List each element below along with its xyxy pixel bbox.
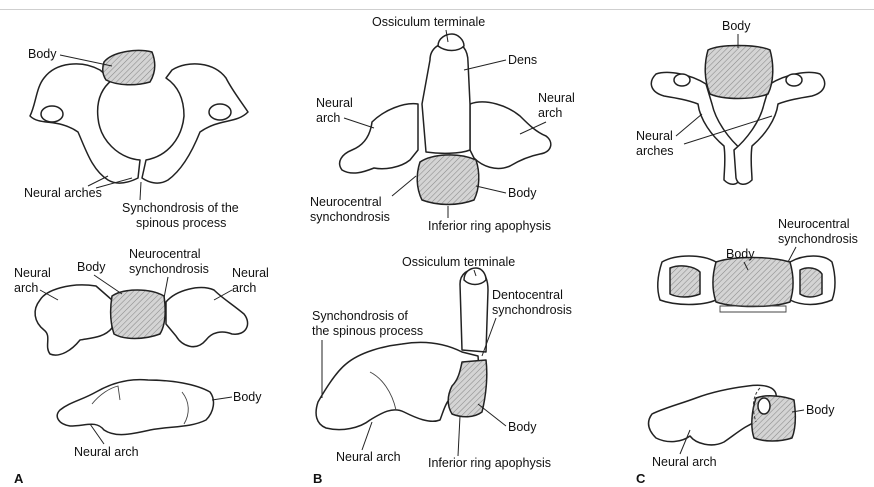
a-label-neurocentral-2: synchondrosis: [129, 262, 209, 276]
c-label-neural-arch-lateral: Neural arch: [652, 455, 717, 469]
a-label-body-lateral: Body: [233, 390, 262, 404]
b-label-ossiculum-bottom: Ossiculum terminale: [402, 255, 515, 269]
panel-b-letter: B: [313, 471, 322, 486]
a-label-body-top: Body: [28, 47, 57, 61]
panel-a: Body Neural arches Synchondrosis of the …: [14, 47, 269, 486]
c-body-hatched: [705, 46, 773, 99]
panel-c: Body Neural arches Neurocentral synchond…: [636, 19, 858, 486]
c-mid-body-hatched: [713, 258, 793, 307]
b-label-inferior-ring-top: Inferior ring apophysis: [428, 219, 551, 233]
panel-b-axis-lateral-view: [316, 268, 488, 430]
b-label-neurocentral-1: Neurocentral: [310, 195, 382, 209]
b-label-body-lateral: Body: [508, 420, 537, 434]
c-label-neurocentral-2: synchondrosis: [778, 232, 858, 246]
b-label-neurocentral-2: synchondrosis: [310, 210, 390, 224]
b-label-neural-arch-lateral: Neural arch: [336, 450, 401, 464]
b-label-body: Body: [508, 186, 537, 200]
b-ossiculum-terminale-bottom: [464, 268, 486, 285]
a-label-neural-arch-right-2: arch: [232, 281, 256, 295]
panel-a-axis-lateral-view: [57, 380, 213, 435]
a-label-neural-arches: Neural arches: [24, 186, 102, 200]
c-label-neurocentral-1: Neurocentral: [778, 217, 850, 231]
a-mid-right-neural-arch: [166, 288, 248, 347]
b-label-dens: Dens: [508, 53, 537, 67]
a-label-neural-arch-left-1: Neural: [14, 266, 51, 280]
b-label-synch-spinous-2: the spinous process: [312, 324, 423, 338]
c-label-body-lateral: Body: [806, 403, 835, 417]
b-body-hatched: [417, 155, 479, 205]
c-mid-left-inner-hatched: [670, 266, 700, 297]
a-right-foramen: [209, 104, 231, 120]
panel-a-letter: A: [14, 471, 24, 486]
b-label-ossiculum-top: Ossiculum terminale: [372, 15, 485, 29]
b-label-neural-arch-right-1: Neural: [538, 91, 575, 105]
c-mid-right-inner-hatched: [800, 268, 822, 297]
c-label-body-mid: Body: [726, 247, 755, 261]
c-left-foramen: [674, 74, 690, 86]
c-lateral-facet: [758, 398, 770, 414]
b-dens: [422, 42, 470, 153]
a-label-body-mid: Body: [77, 260, 106, 274]
a-label-synch-spinous-2: spinous process: [136, 216, 226, 230]
panel-c-lateral-view: [649, 385, 796, 445]
b-label-neural-arch-right-2: arch: [538, 106, 562, 120]
panel-c-frontal-view: [658, 256, 835, 312]
b-label-dentocentral-2: synchondrosis: [492, 303, 572, 317]
c-label-body-top: Body: [722, 19, 751, 33]
c-label-neural-arches-1: Neural: [636, 129, 673, 143]
a-label-neural-arch-right-1: Neural: [232, 266, 269, 280]
b-label-inferior-ring-bottom: Inferior ring apophysis: [428, 456, 551, 470]
panel-b: Ossiculum terminale Dens Neural arch Neu…: [310, 15, 575, 486]
b-label-dentocentral-1: Dentocentral: [492, 288, 563, 302]
a-left-foramen: [41, 106, 63, 122]
panel-a-axis-superior-view: [35, 285, 248, 355]
a-label-neural-arch-left-2: arch: [14, 281, 38, 295]
panel-c-letter: C: [636, 471, 646, 486]
b-ossiculum-terminale-top: [438, 34, 464, 51]
b-label-neural-arch-left-2: arch: [316, 111, 340, 125]
panel-c-superior-view: [651, 46, 824, 185]
a-label-neural-arch-lateral: Neural arch: [74, 445, 139, 459]
a-atlas-body-hatched: [103, 50, 155, 84]
a-label-neurocentral-1: Neurocentral: [129, 247, 201, 261]
a-label-synch-spinous-1: Synchondrosis of the: [122, 201, 239, 215]
a-mid-left-neural-arch: [35, 285, 112, 355]
a-atlas-right-arch: [142, 64, 248, 183]
a-lateral-vertebra: [57, 380, 213, 435]
b-label-synch-spinous-1: Synchondrosis of: [312, 309, 408, 323]
panel-a-atlas-superior-view: [30, 50, 248, 183]
a-mid-body-hatched: [111, 290, 166, 339]
b-left-neural-arch: [340, 104, 418, 173]
b-label-neural-arch-left-1: Neural: [316, 96, 353, 110]
c-label-neural-arches-2: arches: [636, 144, 674, 158]
c-right-foramen: [786, 74, 802, 86]
